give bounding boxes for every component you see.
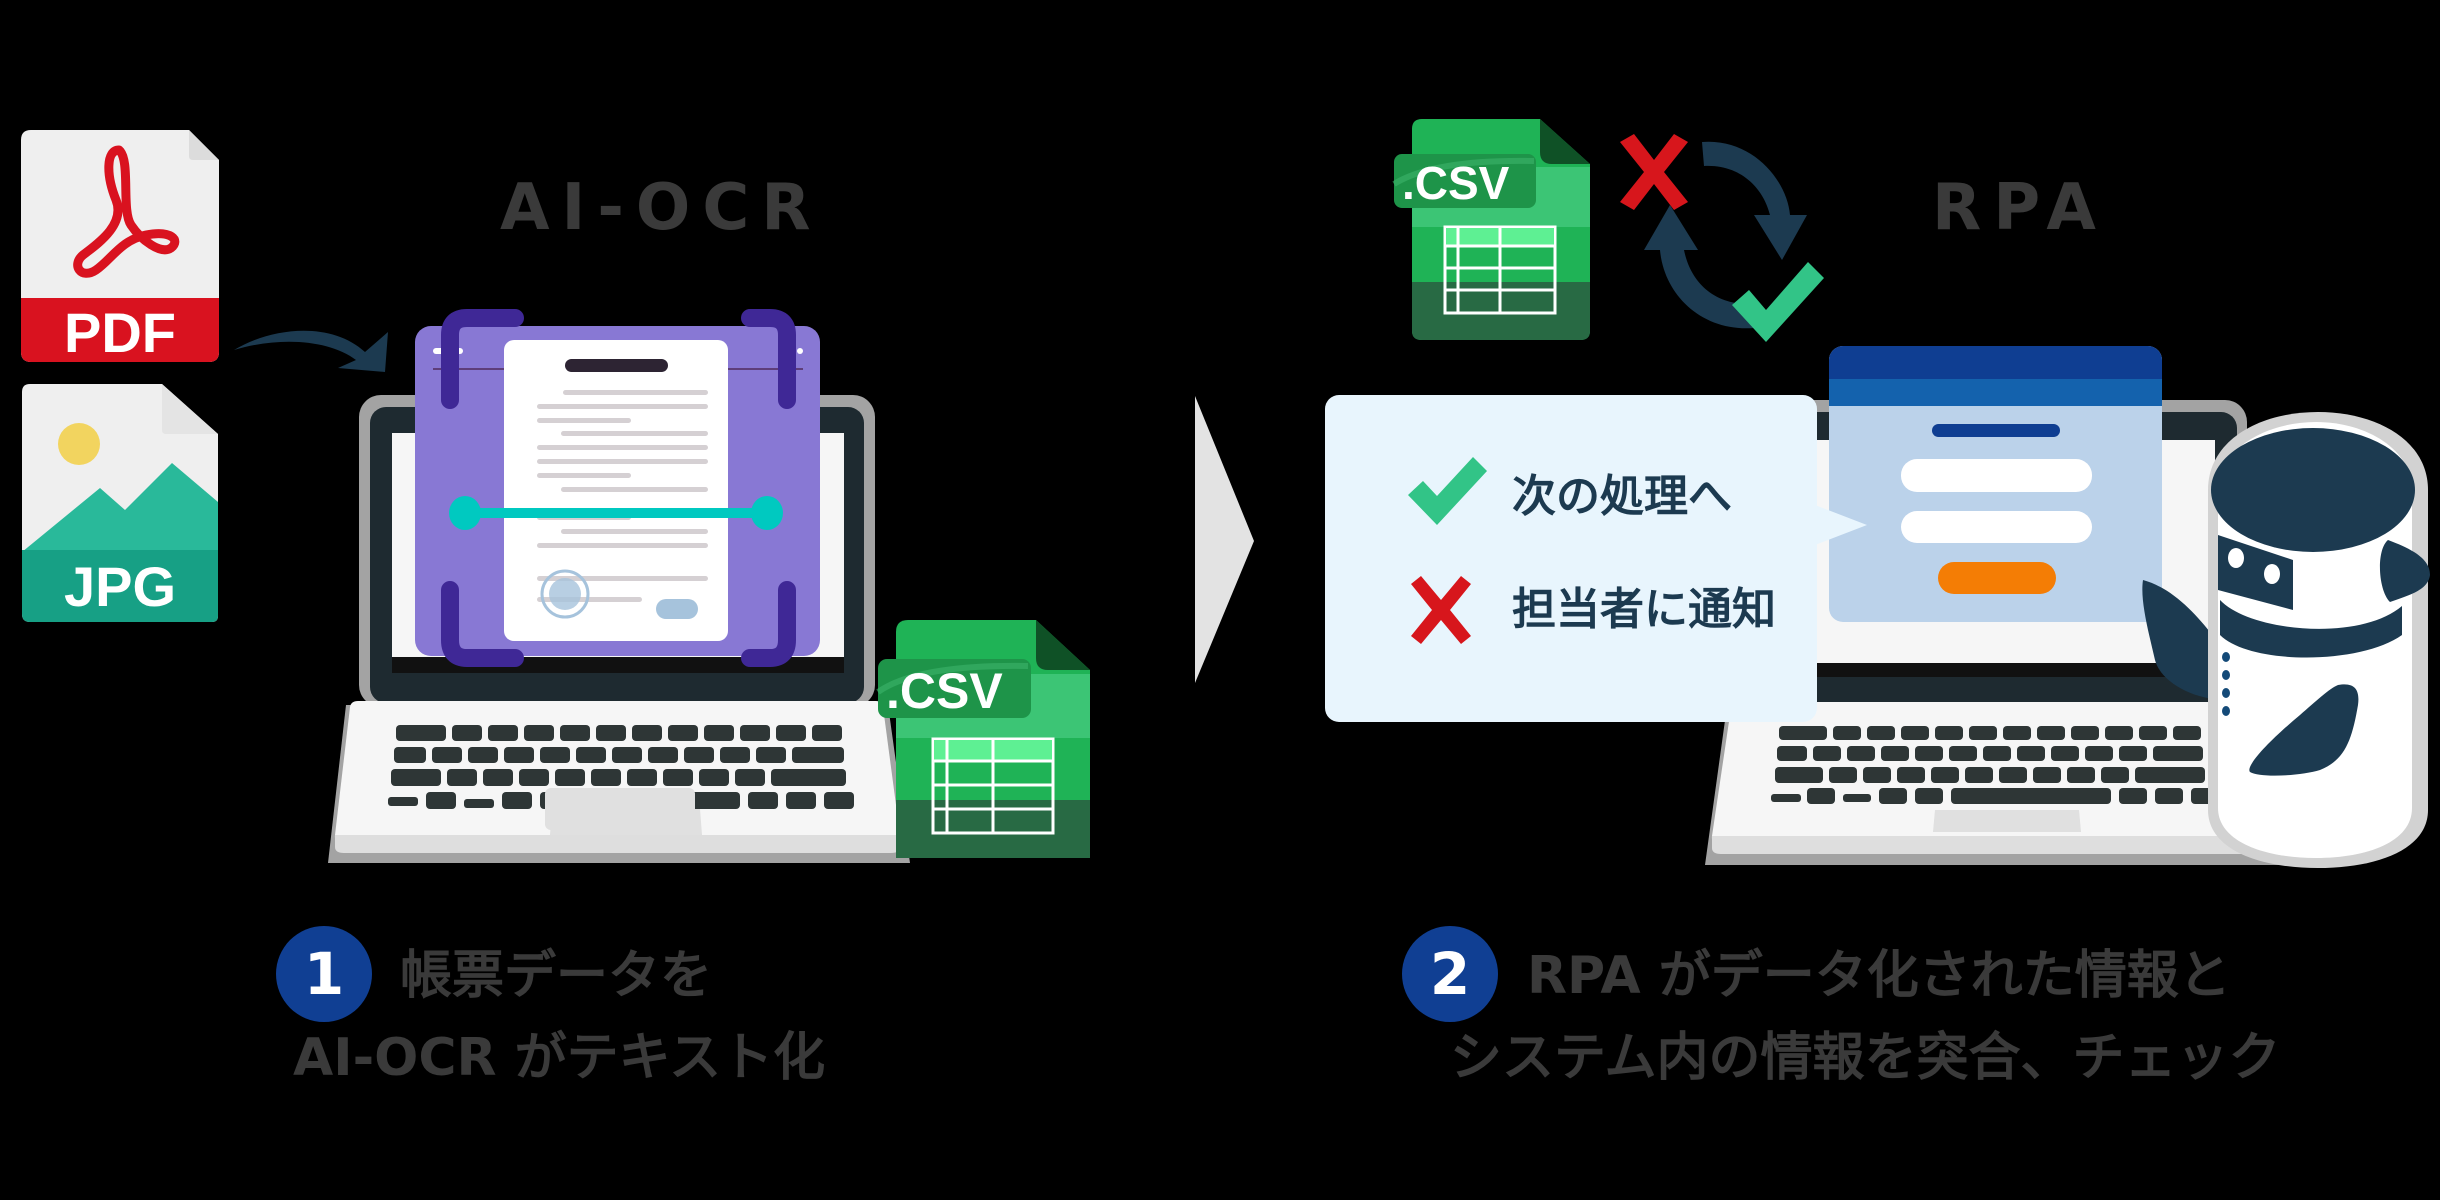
cross-icon [1411,576,1471,644]
step-2-line-2: システム内の情報を突合、チェック [1450,1028,2281,1088]
csv-label-1: .CSV [886,663,1003,719]
ai-ocr-title: AI-OCR [500,171,823,245]
csv-label-2: .CSV [1402,157,1510,209]
rpa-robot-icon [2142,412,2430,868]
step-divider-arrow-icon [1195,396,1254,683]
dialog-header-band [1829,379,2162,406]
csv-file-icon-1: .CSV [876,620,1090,858]
rpa-result-callout: 次の処理へ 担当者に通知 [1325,395,1867,722]
step-1-line-1: 帳票データを [400,946,713,1006]
step-2-badge: 2 [1402,926,1498,1022]
check-cycle-icon [1620,134,1824,342]
cross-icon [1620,134,1688,210]
step-1-line-2: AI-OCR がテキスト化 [293,1028,826,1088]
ocr-scanner-window [415,309,820,667]
trackpad-1 [545,788,695,830]
callout-pointer [1815,505,1867,545]
dialog-input-2[interactable] [1901,511,2092,543]
dialog-title-bar [1932,424,2060,437]
curved-arrow-icon [234,330,388,372]
rpa-dialog-window [1829,346,2162,622]
dialog-input-1[interactable] [1901,459,2092,492]
pdf-label: PDF [64,301,176,364]
jpg-file-icon: JPG [22,384,218,622]
dialog-submit-button[interactable] [1938,562,2056,594]
pdf-file-icon: PDF [21,130,219,364]
csv-file-icon-2: .CSV [1392,119,1590,340]
dialog-header-dark [1829,346,2162,379]
check-icon [1408,457,1487,525]
jpg-label: JPG [64,555,176,618]
step-1-badge: 1 [276,926,372,1022]
rpa-title: RPA [1932,171,2108,245]
ok-label: 次の処理へ [1512,471,1732,522]
ng-label: 担当者に通知 [1512,584,1776,635]
step-2-line-1: RPA がデータ化された情報と [1527,946,2231,1006]
